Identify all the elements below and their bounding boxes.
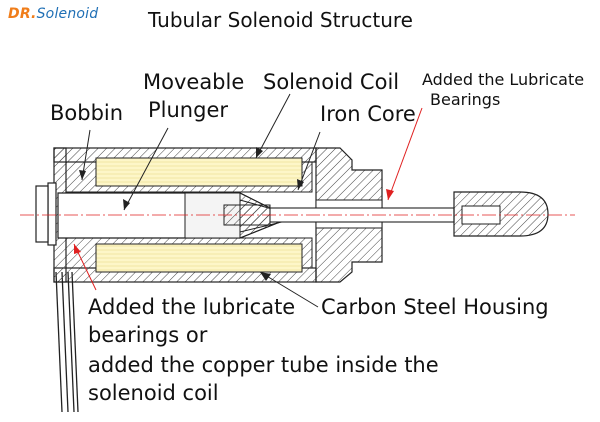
label-copper-tube-2: solenoid coil: [88, 381, 219, 405]
red-arrow-heads: [74, 189, 394, 254]
rod-end-tip: [453, 191, 549, 237]
label-moveable: Moveable: [143, 70, 245, 94]
lead-wires: [55, 271, 79, 413]
label-bobbin: Bobbin: [50, 101, 124, 125]
arrow-heads: [79, 147, 304, 281]
logo-prefix: DR.: [8, 6, 37, 22]
label-carbon-steel-housing: Carbon Steel Housing: [321, 295, 549, 319]
label-lubricate-top-1: Added the Lubricate: [422, 70, 585, 89]
label-lubricate-bottom-2: bearings or: [88, 323, 208, 347]
leader-lines: [81, 93, 321, 308]
label-lubricate-top-2: Bearings: [430, 90, 501, 109]
page-title: Tubular Solenoid Structure: [148, 8, 413, 32]
logo-name: Solenoid: [36, 6, 99, 22]
label-plunger: Plunger: [148, 98, 229, 122]
label-iron-core: Iron Core: [320, 102, 416, 126]
label-copper-tube-1: added the copper tube inside the: [88, 353, 439, 377]
label-lubricate-bottom-1: Added the lubricate: [88, 295, 296, 319]
label-solenoid-coil: Solenoid Coil: [263, 70, 400, 94]
brand-logo: DR.Solenoid: [8, 6, 98, 22]
solenoid-coil: [95, 157, 303, 273]
